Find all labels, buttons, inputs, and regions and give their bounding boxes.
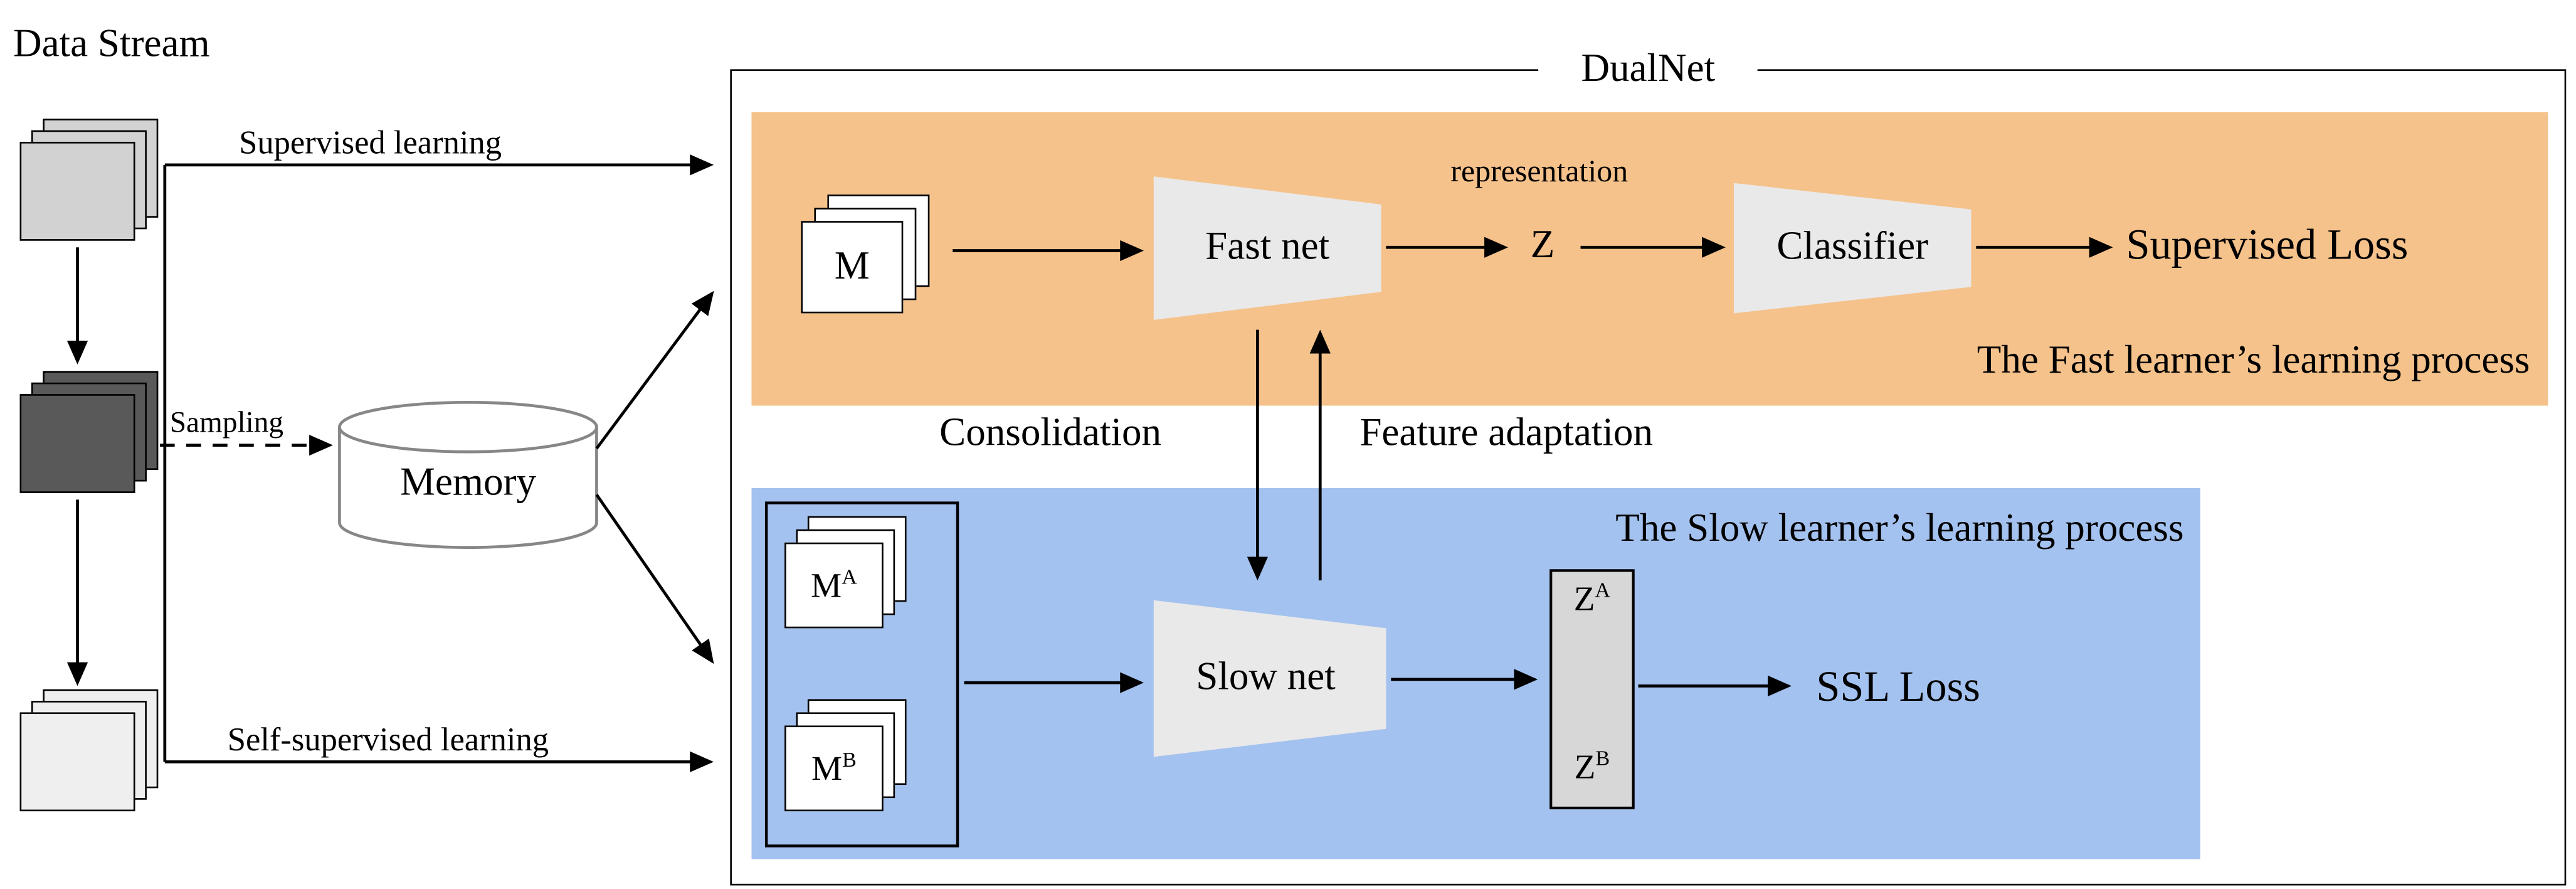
mb-batch-stack: MB: [784, 699, 907, 812]
dualnet-title: DualNet: [1538, 48, 1758, 93]
m-label: M: [834, 245, 870, 288]
batch-card: [19, 394, 135, 493]
supervised-learning-label: Supervised learning: [239, 125, 502, 162]
mb-batch-front-card: MB: [784, 725, 884, 812]
fast-net-label: Fast net: [1205, 226, 1330, 269]
fast-learner-caption: The Fast learner’s learning process: [1977, 339, 2530, 383]
slow-net-shape: [1153, 600, 1386, 757]
batch-card: [19, 142, 135, 241]
data-batch-stack-1: [19, 119, 159, 241]
za-label: ZA: [1573, 577, 1611, 619]
sampling-label: Sampling: [169, 405, 284, 439]
feature-adaptation-label: Feature adaptation: [1359, 412, 1654, 455]
m-batch-front-card: M: [801, 221, 904, 314]
mb-label: MB: [811, 746, 857, 788]
ma-batch-front-card: MA: [784, 542, 884, 629]
data-stream-title: Data Stream: [13, 23, 210, 67]
classifier-shape: [1733, 183, 1972, 314]
ssl-loss-label: SSL Loss: [1816, 663, 1980, 711]
slow-net-label: Slow net: [1196, 656, 1336, 700]
fast-net-shape: [1153, 176, 1381, 320]
data-batch-stack-3: [19, 689, 159, 812]
representation-label: representation: [1450, 155, 1628, 190]
slow-learner-caption: The Slow learner’s learning process: [1615, 508, 2184, 551]
m-batch-stack: M: [801, 194, 930, 314]
batch-card: [19, 712, 135, 812]
zb-label: ZB: [1574, 745, 1610, 787]
ma-label: MA: [811, 563, 857, 605]
z-representation-panel: [1549, 569, 1635, 809]
ma-batch-stack: MA: [784, 516, 907, 629]
memory-cylinder-shape: [338, 400, 598, 549]
memory-label: Memory: [399, 461, 537, 505]
memory-to-slow-arrow: [595, 494, 714, 664]
classifier-label: Classifier: [1776, 226, 1929, 269]
z-label: Z: [1530, 224, 1555, 267]
consolidation-label: Consolidation: [939, 412, 1162, 455]
memory-to-fast-arrow: [595, 290, 714, 450]
data-batch-stack-2: [19, 371, 159, 493]
memory-batches-container: [764, 501, 959, 848]
self-supervised-learning-label: Self-supervised learning: [227, 722, 549, 759]
supervised-loss-label: Supervised Loss: [2126, 221, 2409, 269]
slow-learner-panel: [751, 487, 2200, 860]
fast-learner-panel: [751, 112, 2548, 406]
